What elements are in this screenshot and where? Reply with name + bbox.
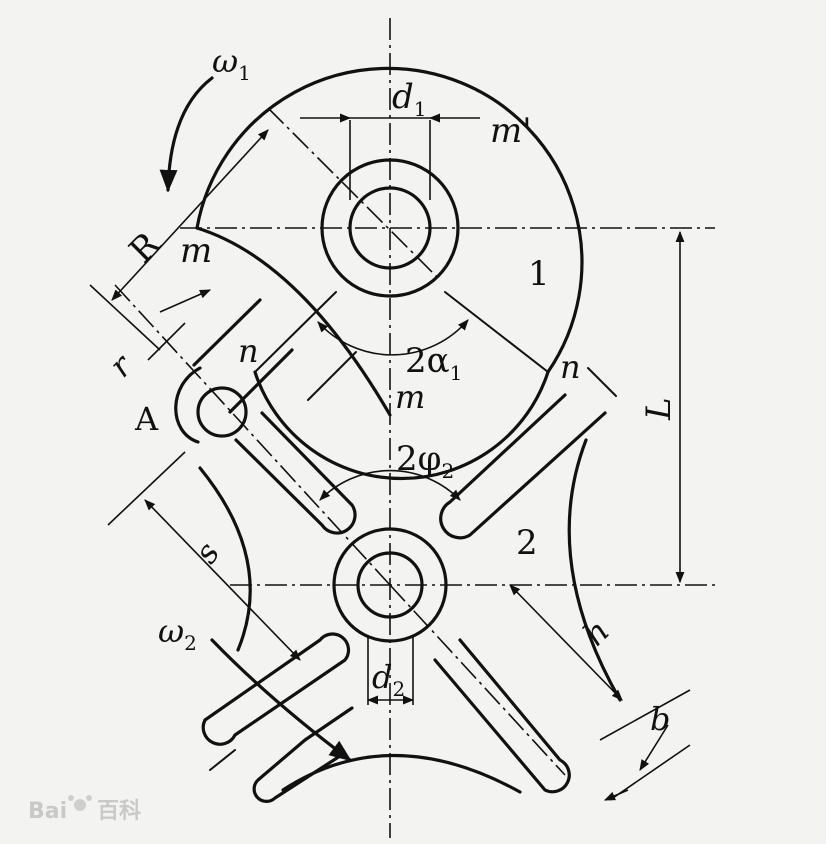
- phi-arc: [319, 469, 461, 501]
- m-prime-label: m': [490, 111, 532, 151]
- b-arrow-lower: [603, 789, 629, 801]
- n-right-label: n: [560, 348, 581, 386]
- n-left-label: n: [238, 332, 259, 370]
- driver-edge-right: [444, 291, 549, 373]
- driver-hub-inner: [348, 186, 432, 270]
- s-ext: [107, 451, 186, 526]
- wheel-concave-bottom: [281, 753, 522, 794]
- pin-A: [196, 386, 248, 438]
- R-dimension: [111, 129, 269, 301]
- slot-centerline-left: [114, 284, 391, 586]
- driver-edge-left: [254, 291, 337, 373]
- r-label: r: [102, 346, 141, 385]
- r-dim-line: [147, 322, 186, 361]
- wheel-hub-outer: [332, 527, 448, 643]
- h-label: h: [575, 612, 616, 653]
- omega2-arrow: [210, 638, 352, 762]
- b-ext-lower: [609, 744, 691, 801]
- s-dimension: [144, 499, 301, 661]
- watermark-paw-icon: [68, 795, 92, 811]
- driver-hub-outer: [320, 158, 460, 298]
- b-label: b: [650, 700, 670, 738]
- wheel-hub-inner: [356, 551, 424, 619]
- h-dimension: [509, 584, 623, 701]
- wheel-2-label: 2: [516, 523, 538, 563]
- driver-radius-line: [267, 107, 441, 281]
- pin-A-label: A: [134, 400, 159, 438]
- slot-upper-right: [439, 393, 607, 540]
- slot-upper-left: [234, 411, 357, 535]
- slot-upper-right-tick: [587, 367, 617, 397]
- b-ext-upper: [599, 689, 691, 741]
- wheel-lower-tip: [209, 749, 236, 771]
- b-arrow: [639, 724, 669, 771]
- R-ext: [89, 284, 161, 351]
- slot-centerline-lower-right: [389, 584, 566, 776]
- m-top-label: m: [180, 231, 212, 271]
- alpha-arc: [317, 319, 469, 356]
- r-arrow: [159, 289, 212, 313]
- d1-label: d1: [392, 77, 427, 121]
- omega2-label: ω2: [158, 612, 197, 655]
- wheel-concave-right: [567, 438, 622, 702]
- pin-A-hub: [174, 366, 202, 444]
- driver-locking-arc: [253, 370, 550, 481]
- wheel-1-label: 1: [528, 254, 550, 294]
- slot-lower-right: [433, 638, 571, 794]
- phi-label: 2φ2: [396, 439, 454, 483]
- slot-bottom-left: [252, 706, 354, 803]
- omega1-arrow: [159, 76, 214, 193]
- omega1-label: ω1: [212, 42, 251, 85]
- L-label: L: [639, 397, 679, 421]
- driver-section-line: [307, 351, 357, 401]
- m-bottom-label: m: [395, 378, 425, 416]
- alpha-label: 2α1: [405, 341, 462, 385]
- d2-label: d2: [372, 658, 405, 701]
- crank-arm: [192, 298, 294, 414]
- slot-lower-left: [201, 632, 351, 746]
- R-label: R: [122, 224, 169, 271]
